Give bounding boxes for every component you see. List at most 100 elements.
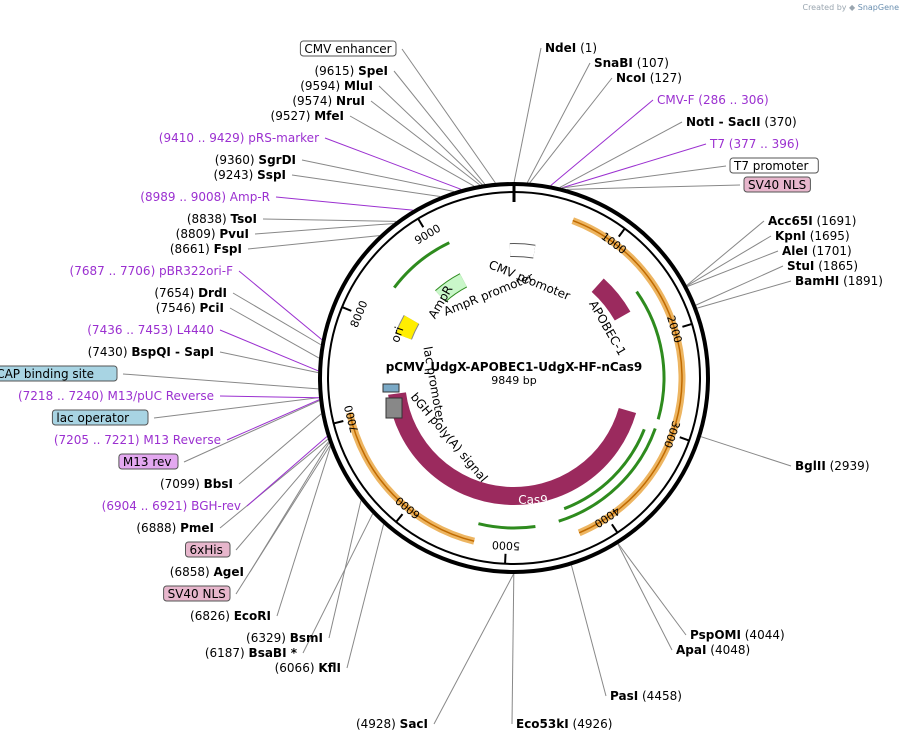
site-kpni-9: KpnI (1695) [775,229,850,243]
site-m13-reverse-30: (7205 .. 7221) M13 Reverse [54,433,221,447]
leader-bsabi-20 [302,513,374,654]
credit-prefix: Created by [802,3,847,12]
site-box-29 [118,453,179,470]
site-noti-4: NotI - SacII (370) [686,115,797,129]
feature-label-35: (7436 .. 7453) L4440 [87,323,214,337]
enzyme-label-46: (9527) MfeI [271,109,344,123]
leader-m13-reverse-30 [226,399,320,441]
leader-pmei-26 [219,438,329,529]
leader-drdi-37 [232,292,322,346]
leader-pbr322ori-f-38 [238,270,323,340]
site-saci-18: (4928) SacI [356,717,428,731]
site-6xhis-25: 6xHis [185,541,231,558]
leader-pasi-16 [570,565,607,697]
orf-line-lower [348,412,475,542]
site-sv40-nls-23: SV40 NLS [163,585,231,602]
enzyme-label-41: (8838) TsoI [187,212,257,226]
leader-cmv-enhancer-50 [401,48,496,184]
plasmid-name: pCMV_UdgX-APOBEC1-UdgX-HF-nCas9 [386,360,643,375]
site-name-29: M13 rev [123,455,172,469]
enzyme-label-43: (9243) SspI [213,168,286,182]
site-m13-puc-reverse-32: (7218 .. 7240) M13/pUC Reverse [18,389,214,403]
tick-9000 [417,218,425,228]
site-snabi-1: SnaBI (107) [594,56,669,70]
site-name-50: CMV enhancer [304,42,391,56]
feature-label-32: (7218 .. 7240) M13/pUC Reverse [18,389,214,403]
snapgene-logo-icon: ◆ [849,3,856,12]
site-t7-promoter-6: T7 promoter [729,157,819,174]
enzyme-label-18: (4928) SacI [356,717,428,731]
leader-spei-49 [393,70,486,185]
leader-mfei-46 [349,115,475,187]
site-alei-10: AleI (1701) [782,244,852,258]
site-name-33: CAP binding site [0,367,94,381]
tick-2000 [682,322,693,328]
enzyme-label-11: StuI (1865) [787,259,858,273]
feature-label-45: (9410 .. 9429) pRS-marker [159,131,319,145]
site-box-7 [743,176,811,193]
enzyme-label-21: (6329) BsmI [246,631,323,645]
leader-lines [122,47,792,725]
site-pbr322ori-f-38: (7687 .. 7706) pBR322ori-F [70,264,234,278]
leader-kfli-19 [346,524,385,669]
green-arrow-inner [563,428,646,511]
site-apai-15: ApaI (4048) [676,643,750,657]
enzyme-label-34: (7430) BspQI - SapI [88,345,214,359]
enzyme-label-2: NcoI (127) [616,71,682,85]
cas9-arc [388,392,637,505]
leader-lac-operator-31 [153,397,320,419]
enzyme-label-12: BamHI (1891) [795,274,883,288]
leader-stui-11 [695,265,784,306]
enzyme-label-22: (6826) EcoRI [190,609,271,623]
site-name-25: 6xHis [190,543,223,557]
plasmid-length: 9849 bp [491,374,536,387]
leader-bbsi-28 [238,413,322,485]
enzyme-label-20: (6187) BsaBI * [205,646,298,660]
plasmid-title: pCMV_UdgX-APOBEC1-UdgX-HF-nCas9 9849 bp [386,360,643,387]
site-ndei-0: NdeI (1) [545,41,597,55]
enzyme-label-24: (6858) AgeI [170,565,244,579]
enzyme-label-15: ApaI (4048) [676,643,750,657]
enzyme-label-40: (8809) PvuI [176,227,249,241]
site-ecori-22: (6826) EcoRI [190,609,271,623]
orf-line-upper [572,219,683,534]
site-name-7: SV40 NLS [748,178,806,192]
feature-label-42: (8989 .. 9008) Amp-R [140,190,270,204]
site-name-6: T7 promoter [733,159,809,173]
enzyme-label-8: Acc65I (1691) [768,214,856,228]
leader-snabi-1 [526,62,591,183]
snapgene-credit: Created by ◆ SnapGene [802,3,899,12]
feature-label-30: (7205 .. 7221) M13 Reverse [54,433,221,447]
enzyme-label-44: (9360) SgrDI [215,153,296,167]
site-kfli-19: (6066) KflI [275,661,341,675]
site-bbsi-28: (7099) BbsI [160,477,233,491]
site-box-31 [51,409,149,426]
feature-label-27: (6904 .. 6921) BGH-rev [102,499,241,513]
leader-l4440-35 [219,329,319,372]
leader-ncoi-2 [529,77,613,183]
tick-label-8000: 8000 [348,299,371,330]
site-bsmi-21: (6329) BsmI [246,631,323,645]
leader-ndei-0 [513,47,542,183]
enzyme-label-9: KpnI (1695) [775,229,850,243]
credit-brand: SnapGene [857,3,899,12]
site-cmv-enhancer-50: CMV enhancer [299,40,397,57]
leader-cmv-f-3 [550,99,654,186]
enzyme-label-0: NdeI (1) [545,41,597,55]
site-box-23 [163,585,231,602]
leader-pvui-40 [254,223,394,235]
site-bsabi-20: (6187) BsaBI * [205,646,298,660]
leader-bgh-rev-27 [246,436,328,507]
cas9-label: Cas9 [518,493,548,507]
site-pvui-40: (8809) PvuI [176,227,249,241]
feature-label-5: T7 (377 .. 396) [709,137,799,151]
enzyme-label-4: NotI - SacII (370) [686,115,797,129]
leader-prs-marker-45 [324,137,462,190]
tick-6000 [395,513,404,523]
leader-agei-24 [249,442,330,573]
tick-label-9000: 9000 [412,222,443,248]
leader-cap-binding-site-33 [122,373,319,390]
lac-operator-box [382,383,400,393]
leader-saci-18 [433,573,515,725]
